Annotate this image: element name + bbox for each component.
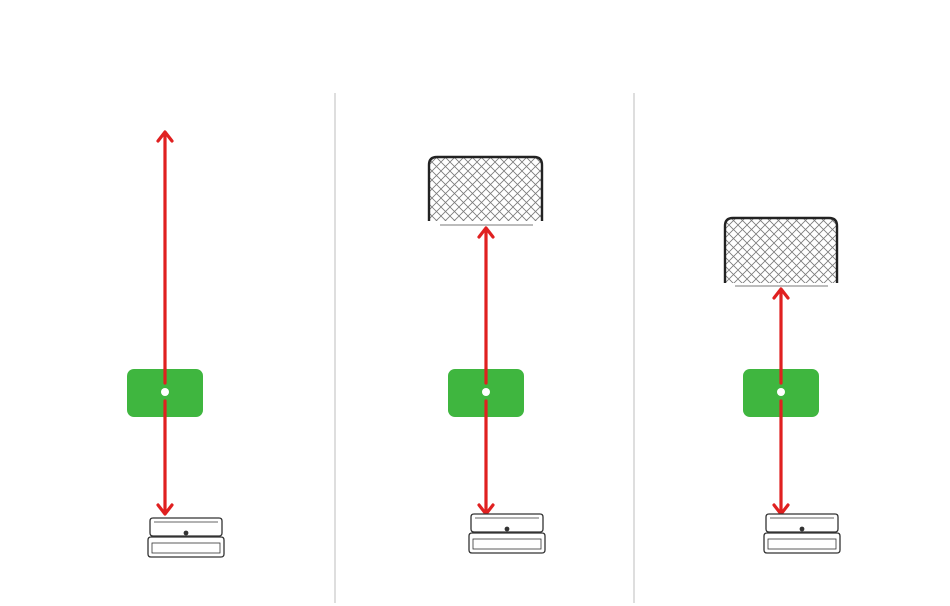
green-target-icon: [127, 369, 203, 417]
green-target-icon: [743, 369, 819, 417]
panel-obstacle-far: [429, 157, 545, 553]
sensor-device-icon: [764, 514, 840, 553]
double-arrow-icon: [158, 132, 172, 514]
sensor-device-icon: [148, 518, 224, 557]
panel-no-obstacle: [127, 132, 224, 557]
green-target-icon: [448, 369, 524, 417]
panel-obstacle-near: [725, 218, 840, 553]
sensor-device-icon: [469, 514, 545, 553]
net-obstacle-icon: [429, 157, 542, 225]
net-obstacle-icon: [725, 218, 837, 286]
